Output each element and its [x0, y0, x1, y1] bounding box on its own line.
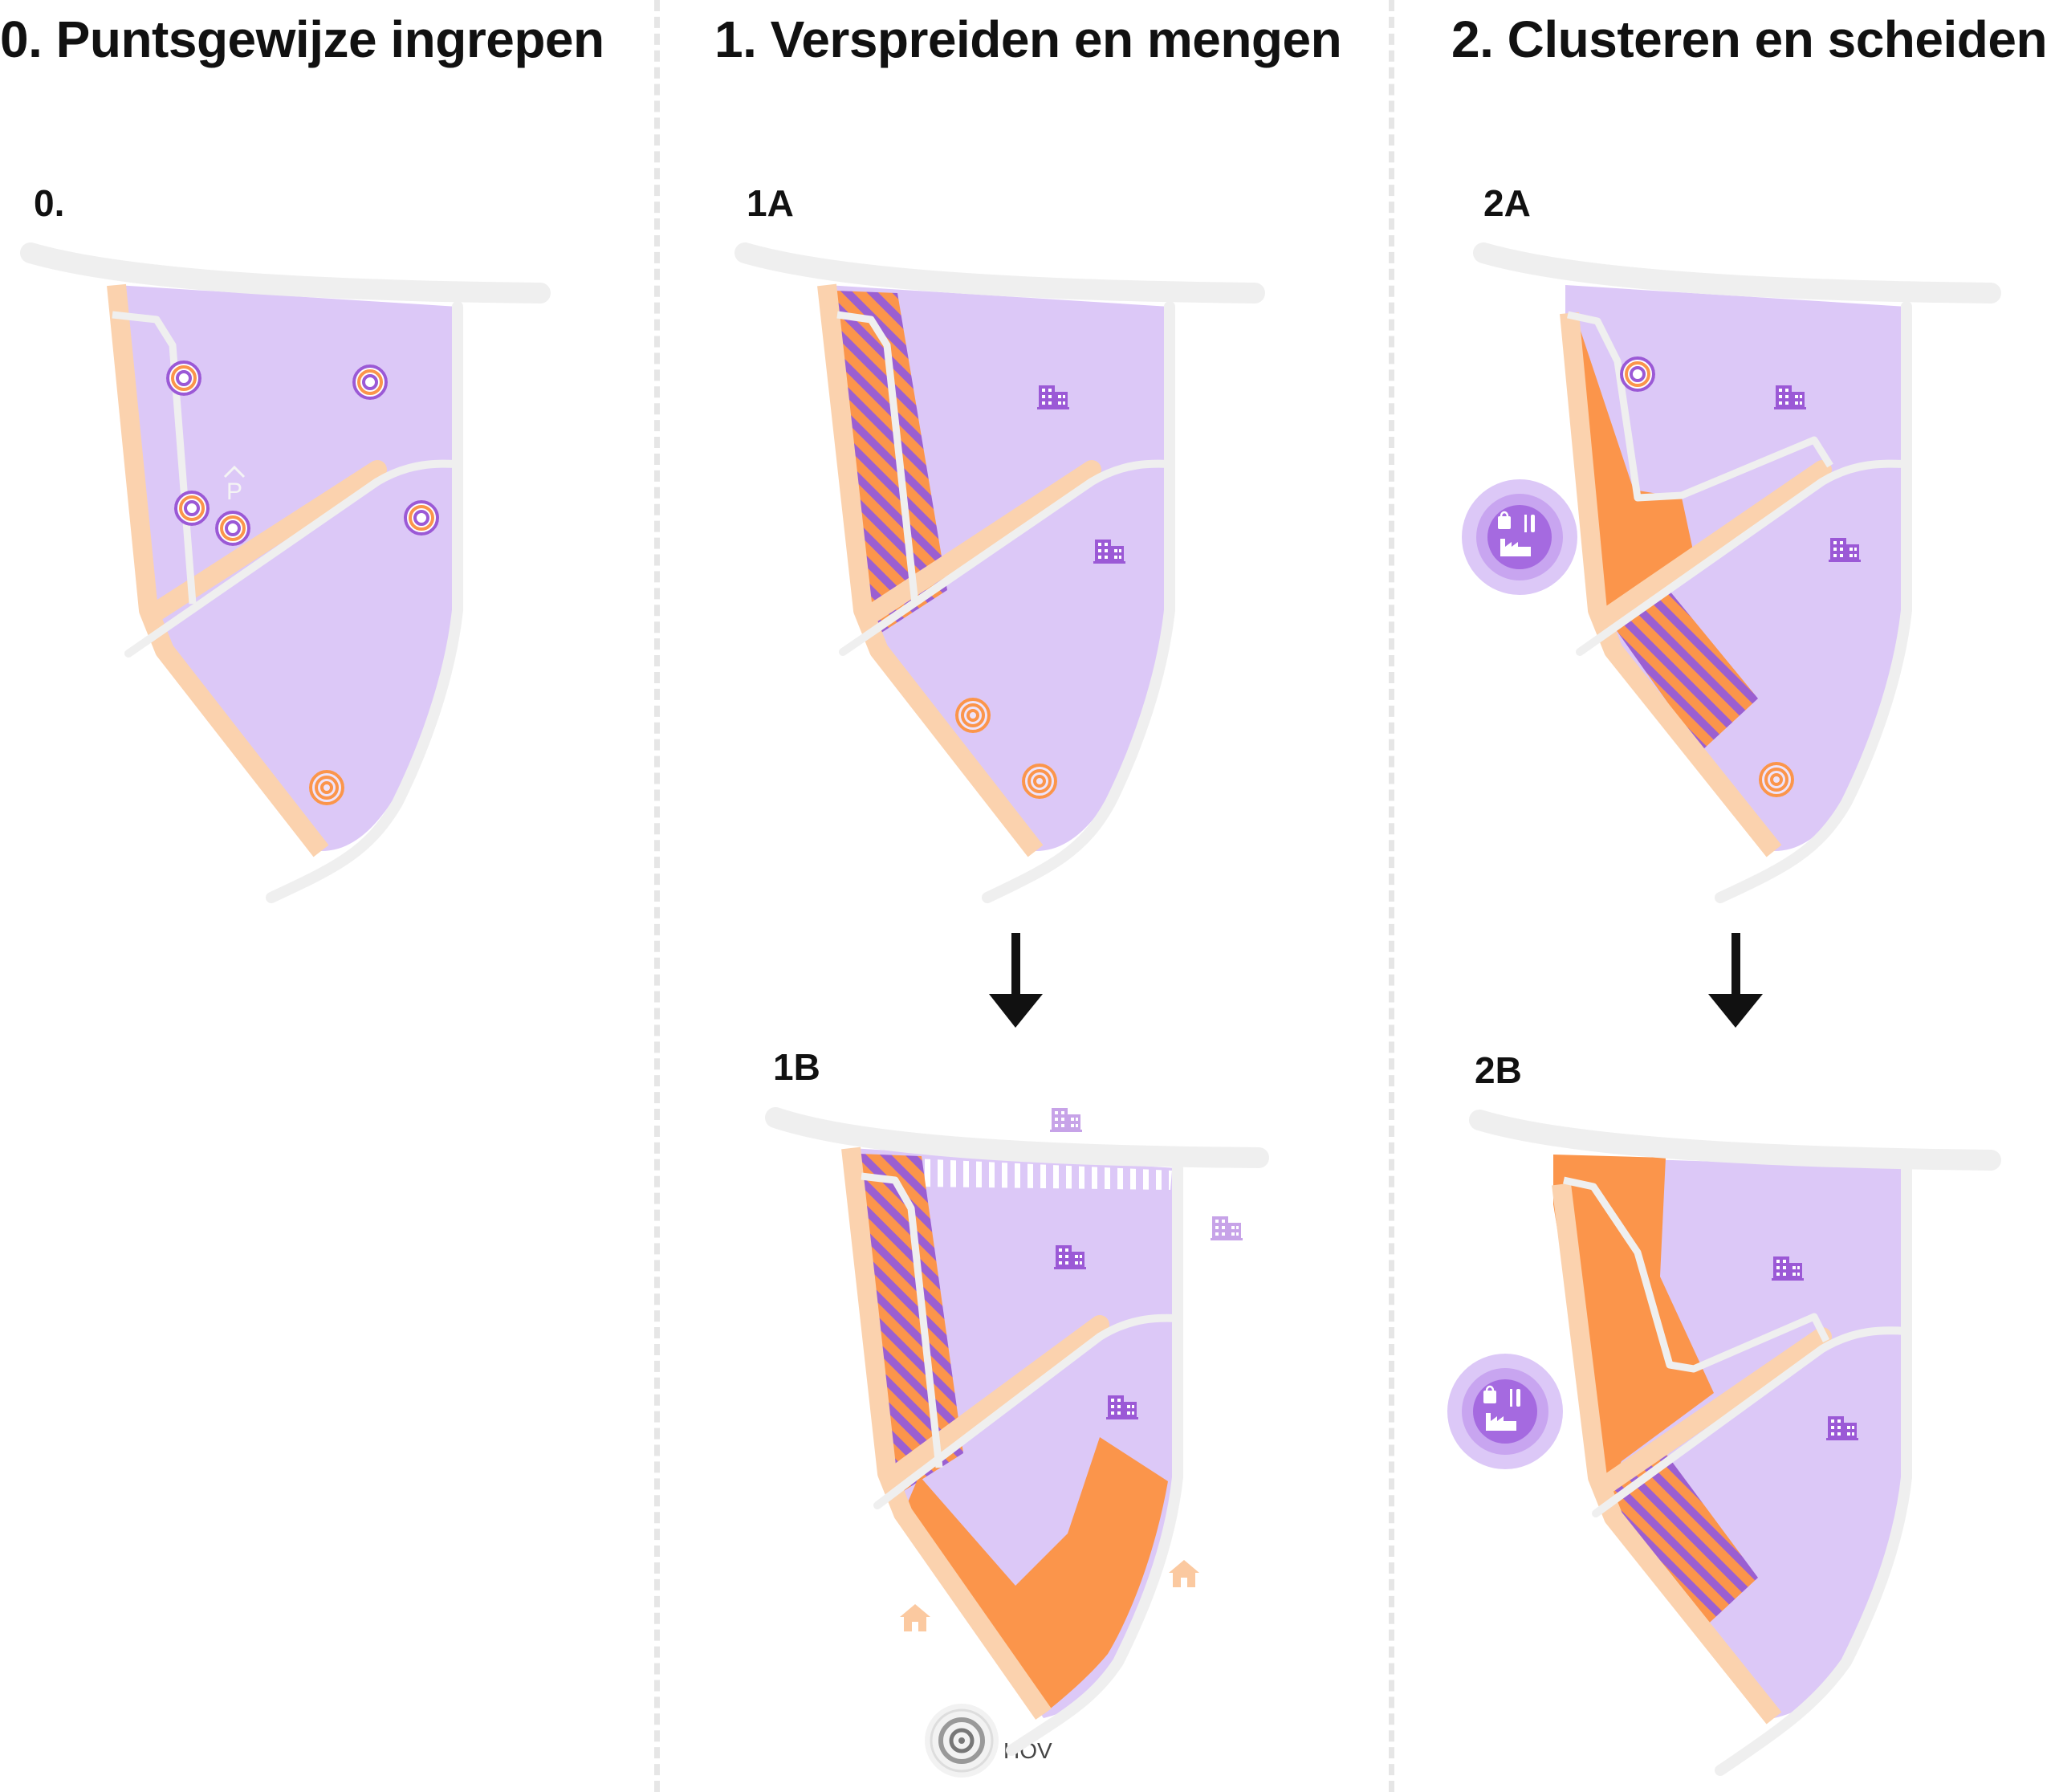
building-icon	[1050, 1108, 1082, 1132]
map-panel-2a	[1460, 242, 2001, 903]
map-panel-1b	[765, 1107, 1269, 1778]
target-icon	[165, 359, 203, 397]
target-icon	[173, 489, 211, 527]
map-panel-0: P	[20, 242, 551, 903]
house-icon	[1169, 1560, 1199, 1587]
target-icon	[1020, 762, 1059, 800]
target-icon	[954, 696, 992, 735]
map-panel-2b	[1446, 1110, 2001, 1776]
parking-label: P	[226, 479, 242, 505]
arrow-down-icon	[1708, 933, 1763, 1028]
hov-stop-icon	[925, 1704, 999, 1778]
panel-label-1a: 1A	[747, 182, 794, 224]
target-icon	[1757, 760, 1796, 799]
target-icon	[402, 499, 441, 537]
column-title-2: 2. Clusteren en scheiden	[1451, 10, 2048, 68]
column-title-0: 0. Puntsgewijze ingrepen	[0, 10, 604, 68]
target-icon	[214, 509, 252, 548]
building-icon	[1211, 1216, 1243, 1240]
column-divider	[654, 0, 660, 1792]
target-icon	[307, 768, 346, 807]
target-icon	[1618, 355, 1657, 393]
parking-icon: P	[223, 465, 246, 505]
house-icon	[900, 1604, 930, 1631]
arrow-down-icon	[989, 933, 1043, 1028]
column-title-1: 1. Verspreiden en mengen	[714, 10, 1342, 68]
panel-label-2a: 2A	[1483, 182, 1531, 224]
shopping-bag-icon	[1446, 1352, 1565, 1471]
panel-label-0: 0.	[34, 182, 65, 224]
target-icon	[351, 363, 389, 401]
panel-label-1b: 1B	[773, 1046, 820, 1088]
shopping-bag-icon	[1460, 478, 1579, 597]
panel-label-2b: 2B	[1475, 1049, 1522, 1091]
map-panel-1a	[735, 242, 1265, 903]
column-divider	[1389, 0, 1394, 1792]
